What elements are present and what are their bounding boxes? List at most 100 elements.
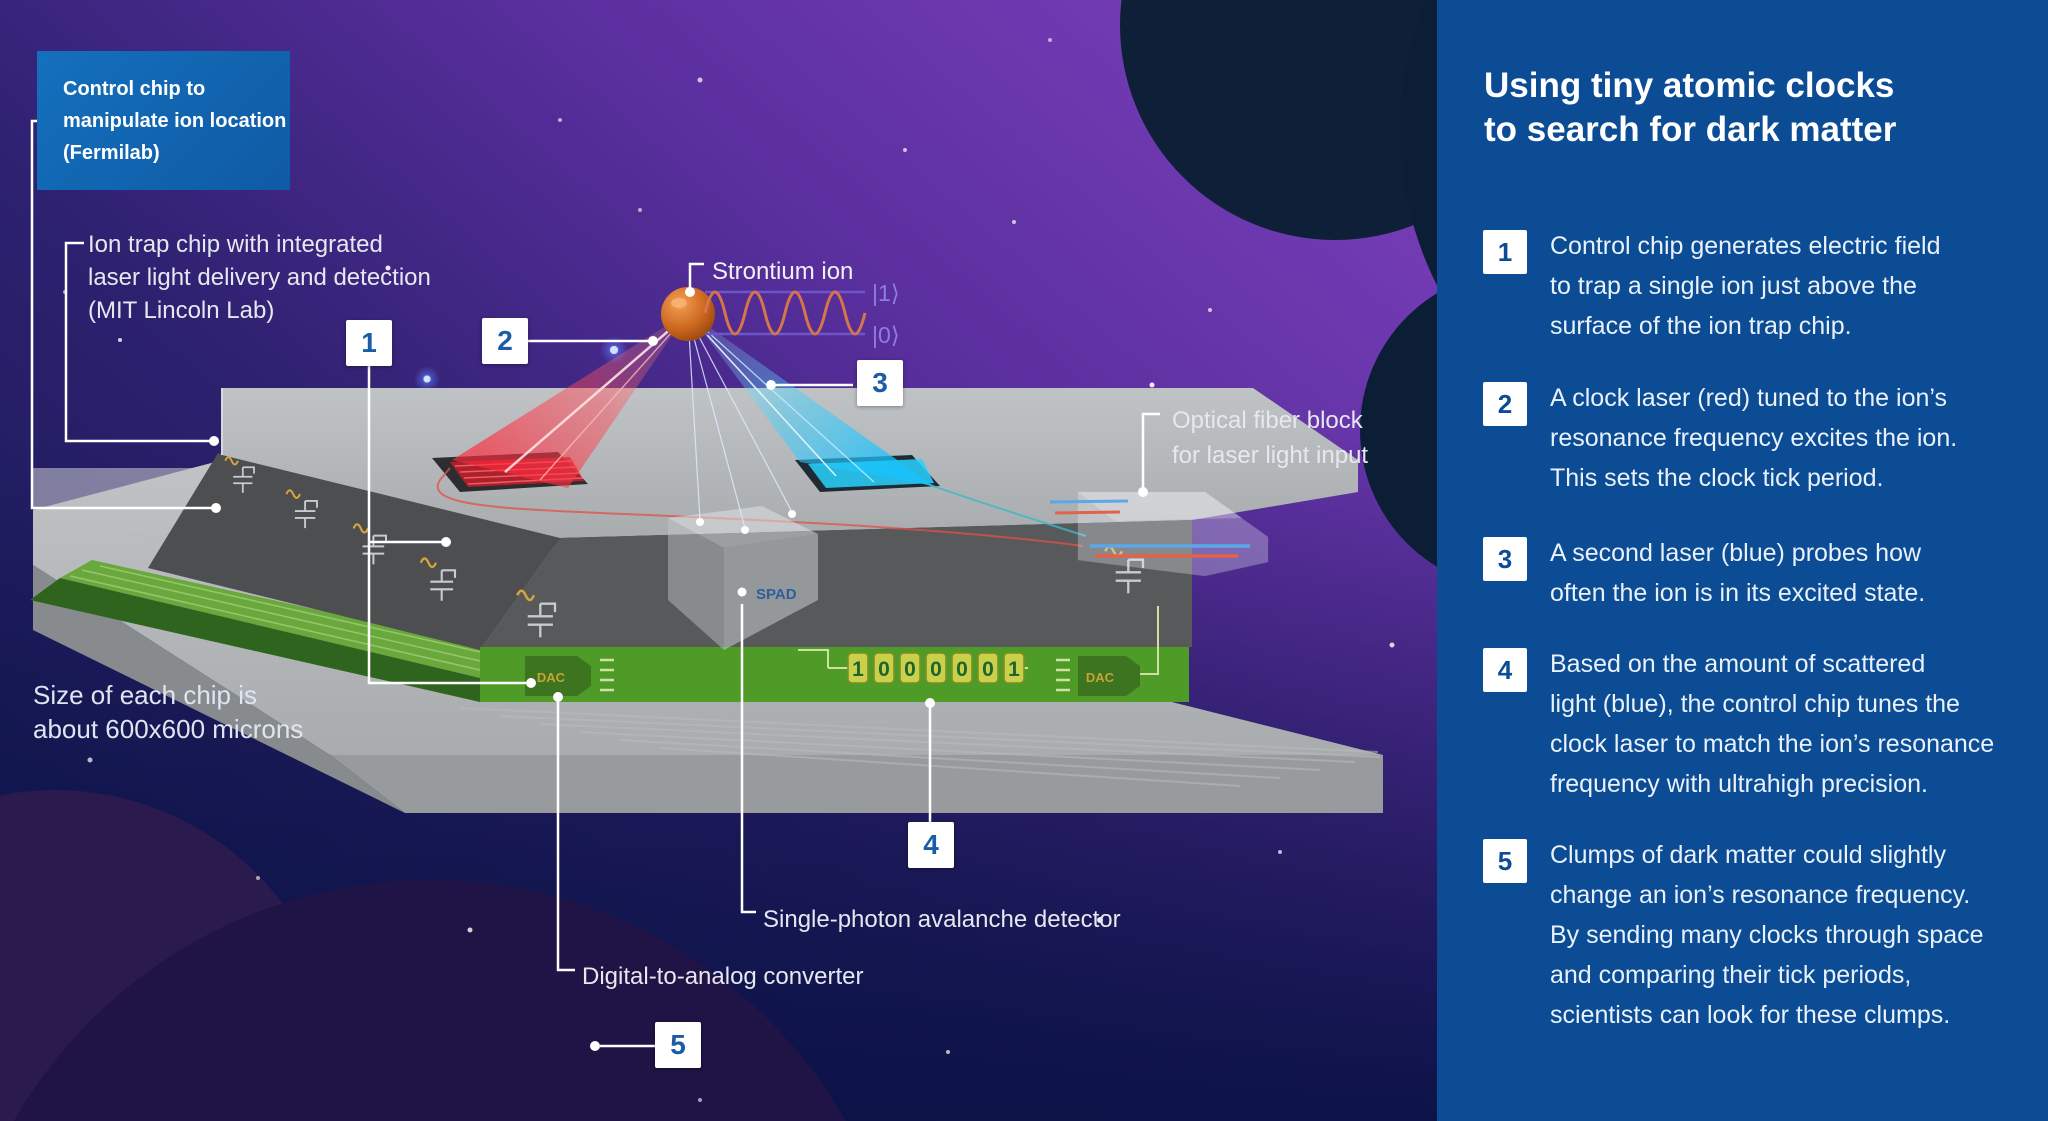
step-text: Clumps of dark matter could slightly cha… [1550, 835, 1984, 1035]
dac-chip-right: DAC [1056, 606, 1159, 696]
binary-digit-boxes [847, 652, 1025, 684]
blue-beam-line [687, 313, 837, 477]
clock-laser-red-beam [452, 312, 688, 488]
label-line: Ion trap chip with integrated [88, 231, 383, 258]
red-waveguide [436, 467, 1084, 547]
callout-control-chip: Control chip to manipulate ion location … [37, 51, 290, 190]
blue-beam-line [687, 313, 875, 483]
panel-title-line: Using tiny atomic clocks [1484, 66, 1895, 105]
red-beam-line [539, 313, 689, 481]
step-text: Control chip generates electric field to… [1550, 226, 1940, 346]
svg-text:0: 0 [956, 658, 968, 681]
label-line: (MIT Lincoln Lab) [88, 297, 275, 324]
step-text: Based on the amount of scattered light (… [1550, 644, 1994, 804]
label-chip-size: Size of each chip is about 600x600 micro… [33, 678, 303, 746]
step-text-line: change an ion’s resonance frequency. [1550, 881, 1971, 909]
step-3: 3 A second laser (blue) probes how often… [1483, 537, 2023, 613]
step-number: 3 [1483, 537, 1527, 581]
step-text-line: This sets the clock tick period. [1550, 464, 1884, 492]
binary-digit-values: 1 0 0 0 0 0 1 [852, 658, 1020, 681]
fiber-red-short [1054, 510, 1121, 515]
dark-matter-blobs [0, 0, 1437, 1121]
ion-trap-chip-left-face [148, 453, 560, 650]
ion-highlight [671, 298, 687, 308]
binary-display: 1 0 0 0 0 0 1 [798, 649, 1028, 684]
laser-beams [452, 312, 934, 534]
base-slab-left-side [33, 565, 405, 813]
label-dac-full: Digital-to-analog converter [582, 963, 864, 990]
scattered-light-lines [687, 315, 793, 529]
base-slab-front [330, 755, 1383, 813]
step-number: 1 [1483, 230, 1527, 274]
label-strontium-ion: Strontium ion [712, 258, 854, 285]
panel-title-line: to search for dark matter [1484, 110, 1897, 149]
label-ion-trap-chip: Ion trap chip with integrated laser ligh… [88, 228, 431, 327]
step-4: 4 Based on the amount of scattered light… [1483, 648, 2023, 804]
step-text-line: and comparing their tick periods, [1550, 961, 1912, 989]
scattered-light-dots [696, 510, 796, 534]
callout-line: (Fermilab) [63, 142, 160, 164]
control-chip-top-face [60, 560, 480, 678]
spad-chip-label: SPAD [756, 586, 797, 603]
label-spad-full: Single-photon avalanche detector [763, 906, 1121, 933]
step-text-line: scientists can look for these clumps. [1550, 1001, 1951, 1029]
optical-fiber-block [1049, 491, 1269, 577]
step-number: 2 [1483, 382, 1527, 426]
step-text: A second laser (blue) probes how often t… [1550, 533, 1925, 613]
svg-text:1: 1 [1008, 658, 1020, 681]
callout-line: Control chip to [63, 78, 206, 100]
step-text-line: light (blue), the control chip tunes the [1550, 690, 1960, 718]
step-text-line: frequency with ultrahigh precision. [1550, 770, 1928, 798]
step-text-line: clock laser to match the ion’s resonance [1550, 730, 1995, 758]
panel-title: Using tiny atomic clocks to search for d… [1484, 64, 2004, 152]
svg-text:0: 0 [878, 658, 890, 681]
marker-1: 1 [346, 320, 392, 366]
control-chip-side-dark [30, 578, 480, 702]
step-text-line: Clumps of dark matter could slightly [1550, 841, 1946, 869]
step-2: 2 A clock laser (red) tuned to the ion’s… [1483, 382, 2023, 498]
step-text-line: By sending many clocks through space [1550, 921, 1984, 949]
chip-stack: DAC DAC [30, 388, 1383, 813]
step-number: 5 [1483, 839, 1527, 883]
state-ground-label: |0⟩ [872, 322, 900, 348]
dac-right-label: DAC [1086, 670, 1115, 685]
probe-laser-blue-beam [688, 312, 934, 486]
label-line: Optical fiber block [1172, 407, 1363, 434]
callout-dots [209, 287, 1148, 1051]
state-excited-label: |1⟩ [872, 280, 900, 306]
marker-2: 2 [482, 318, 528, 364]
resonance-wave [703, 290, 867, 336]
marker-5: 5 [655, 1022, 701, 1068]
chip-diagram-canvas: DAC DAC [0, 0, 1437, 1121]
callout-line: manipulate ion location [63, 110, 287, 132]
step-text-line: resonance frequency excites the ion. [1550, 424, 1958, 452]
step-number: 4 [1483, 648, 1527, 692]
dac-chip-left: DAC [525, 656, 614, 696]
label-line: about 600x600 microns [33, 714, 304, 744]
marker-3: 3 [857, 360, 903, 406]
step-text-line: Control chip generates electric field [1550, 232, 1941, 260]
dac-left-label: DAC [537, 670, 566, 685]
marker-4: 4 [908, 822, 954, 868]
label-line: Size of each chip is [33, 680, 258, 710]
step-text-line: A second laser (blue) probes how [1550, 539, 1922, 567]
step-text: A clock laser (red) tuned to the ion’s r… [1550, 378, 1957, 498]
label-optical-fiber-block: Optical fiber block for laser light inpu… [1172, 403, 1368, 473]
ion-trap-chip-front-face [480, 520, 1192, 650]
step-text-line: A clock laser (red) tuned to the ion’s [1550, 384, 1947, 412]
label-line: laser light delivery and detection [88, 264, 431, 291]
step-1: 1 Control chip generates electric field … [1483, 230, 2023, 346]
svg-text:1: 1 [852, 658, 864, 681]
step-text-line: often the ion is in its excited state. [1550, 579, 1926, 607]
svg-text:0: 0 [904, 658, 916, 681]
step-text-line: Based on the amount of scattered [1550, 650, 1926, 678]
svg-text:0: 0 [930, 658, 942, 681]
explainer-panel: Using tiny atomic clocks to search for d… [1437, 0, 2048, 1121]
strontium-ion-group: |1⟩ |0⟩ [661, 280, 900, 348]
step-text-line: to trap a single ion just above the [1550, 272, 1917, 300]
control-chip-grid [69, 565, 481, 671]
step-text-line: surface of the ion trap chip. [1550, 312, 1852, 340]
svg-text:0: 0 [982, 658, 994, 681]
fiber-blue-short [1049, 499, 1129, 504]
